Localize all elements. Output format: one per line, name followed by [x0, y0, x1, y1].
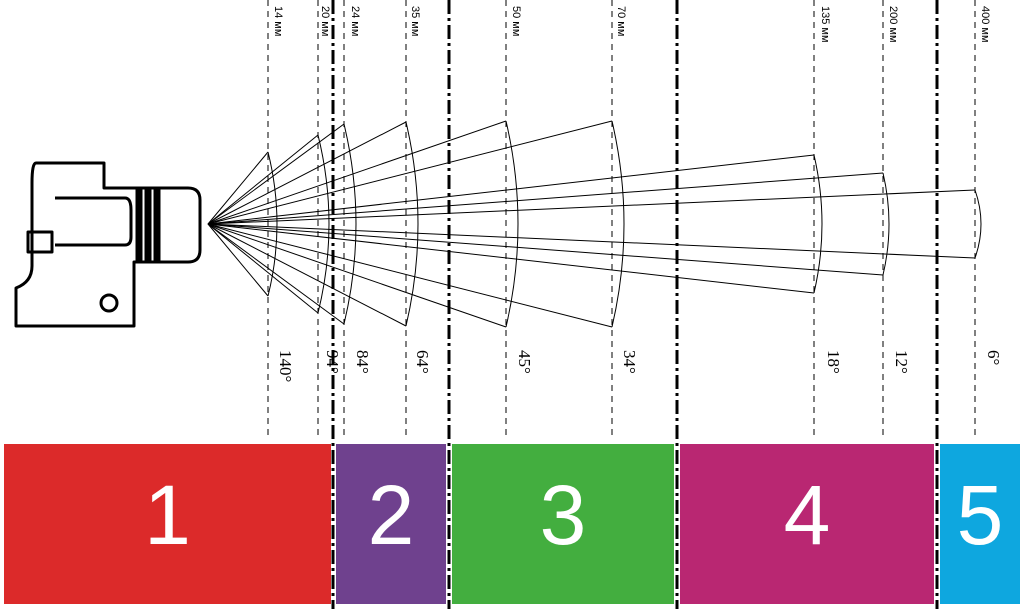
focal-length-label: 24 мм — [349, 6, 361, 36]
view-angle-label: 84° — [353, 350, 372, 374]
view-angle-label: 6° — [984, 350, 1003, 365]
focal-length-label: 135 мм — [819, 6, 831, 43]
zone-3: 3 — [452, 444, 674, 604]
camera-icon — [14, 161, 202, 328]
view-angle-label: 18° — [824, 350, 843, 374]
zone-4: 4 — [680, 444, 934, 604]
zone-2: 2 — [336, 444, 446, 604]
focal-length-label: 35 мм — [409, 6, 421, 36]
zone-number: 5 — [957, 468, 1004, 562]
zone-number: 2 — [368, 468, 415, 562]
lens-labels: 14 мм 140° 20 мм 94° 24 мм 84° 35 мм 64° 50 мм 45… — [272, 6, 1003, 382]
zone-boundaries — [331, 0, 939, 609]
zone-number: 1 — [144, 468, 191, 562]
focal-length-label: 50 мм — [510, 6, 522, 36]
fov-fan — [207, 151, 278, 297]
view-angle-label: 140° — [276, 350, 295, 382]
zone-5: 5 — [940, 444, 1020, 604]
focal-length-label: 200 мм — [887, 6, 899, 43]
zone-number: 4 — [784, 468, 831, 562]
field-of-view-fans — [207, 120, 982, 328]
fov-fan — [207, 121, 419, 327]
fov-fan — [207, 134, 330, 314]
fov-fan — [207, 120, 519, 328]
focal-length-label: 400 мм — [979, 6, 991, 43]
zone-number: 3 — [540, 468, 587, 562]
fov-fan — [207, 123, 357, 325]
focal-length-label: 20 мм — [319, 6, 331, 36]
zone-bands: 1 2 3 4 5 — [4, 444, 1020, 604]
view-angle-label: 45° — [515, 350, 534, 374]
view-angle-label: 64° — [413, 350, 432, 374]
zone-1: 1 — [4, 444, 331, 604]
fov-fan — [207, 154, 823, 294]
fov-fan — [207, 189, 982, 259]
focal-distance-lines — [267, 0, 976, 440]
focal-length-label: 14 мм — [272, 6, 284, 36]
focal-length-label: 70 мм — [615, 6, 627, 36]
view-angle-label: 12° — [892, 350, 911, 374]
fov-fan — [207, 172, 890, 276]
fov-fan — [207, 120, 625, 328]
view-angle-label: 94° — [323, 350, 342, 374]
view-angle-label: 34° — [620, 350, 639, 374]
